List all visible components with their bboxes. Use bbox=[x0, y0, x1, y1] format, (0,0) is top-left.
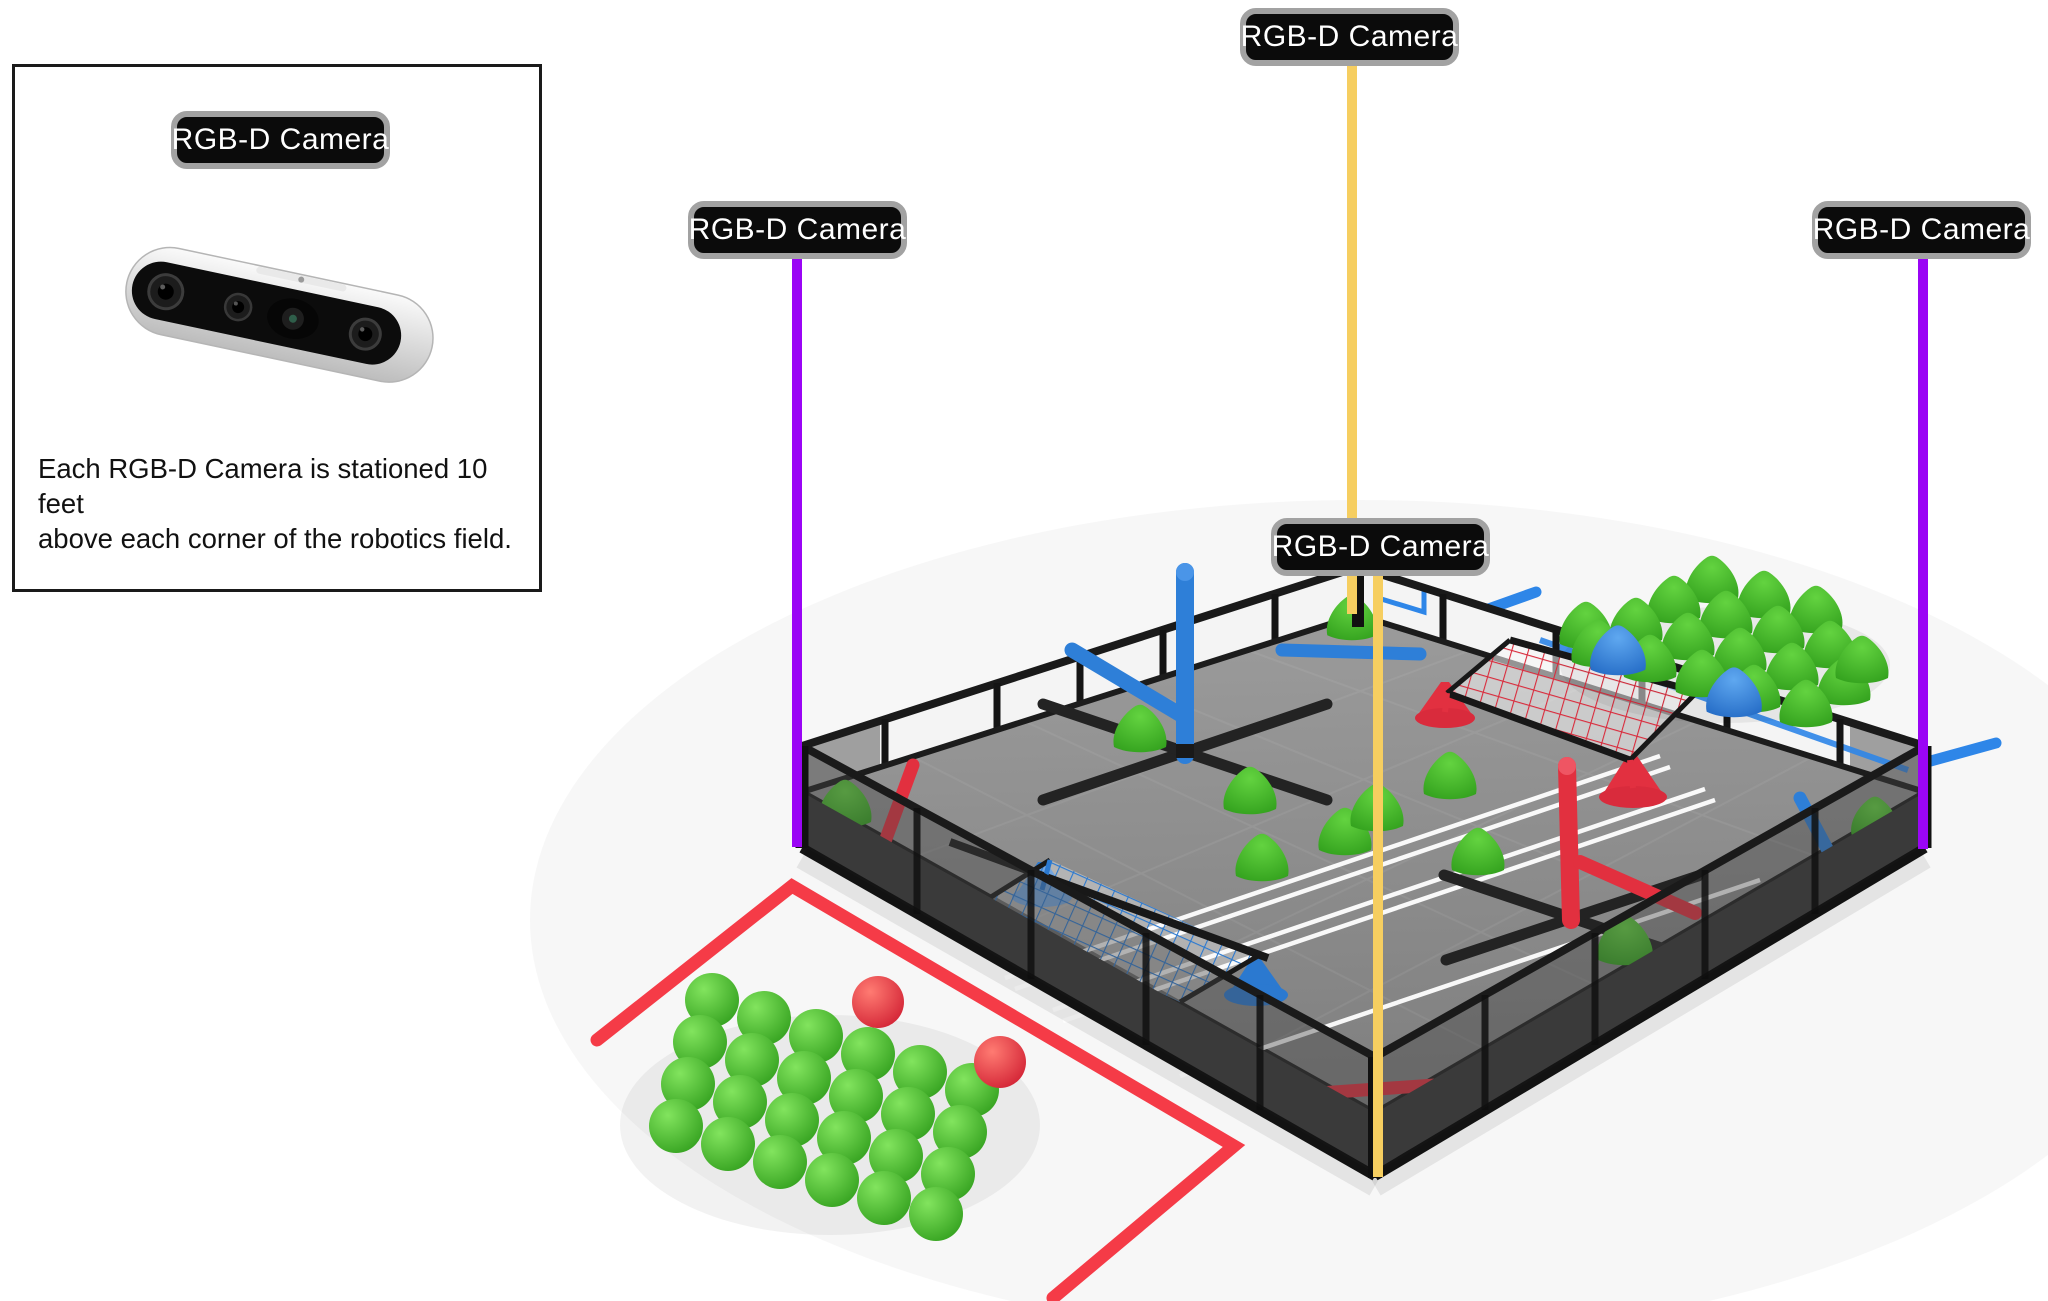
red-goal bbox=[1415, 636, 1699, 808]
green-cone-cluster bbox=[1559, 555, 1890, 728]
legend-badge: RGB-D Camera bbox=[171, 111, 390, 169]
camera-label-right: RGB-D Camera bbox=[1812, 201, 2031, 259]
legend-caption-line1: Each RGB-D Camera is stationed 10 feet bbox=[38, 453, 488, 519]
red-zone-line bbox=[590, 878, 1246, 1301]
blue-tower bbox=[1037, 563, 1333, 806]
green-ball-cluster bbox=[620, 973, 1040, 1241]
legend-caption-line2: above each corner of the robotics field. bbox=[38, 523, 512, 554]
red-balls bbox=[852, 976, 1026, 1088]
camera-lines bbox=[792, 66, 1928, 1177]
legend-panel: RGB-D Camera Each RGB bbox=[12, 64, 542, 592]
camera-label-top: RGB-D Camera bbox=[1240, 8, 1459, 66]
camera-label-back: RGB-D Camera bbox=[1271, 518, 1490, 576]
front-wall-posts bbox=[913, 808, 1819, 1110]
camera-label-left: RGB-D Camera bbox=[688, 201, 907, 259]
rgbd-camera-image bbox=[125, 246, 434, 383]
blue-pipe bbox=[1275, 643, 1427, 661]
legend-caption: Each RGB-D Camera is stationed 10 feet a… bbox=[38, 451, 528, 556]
camera-lenses bbox=[147, 273, 382, 351]
